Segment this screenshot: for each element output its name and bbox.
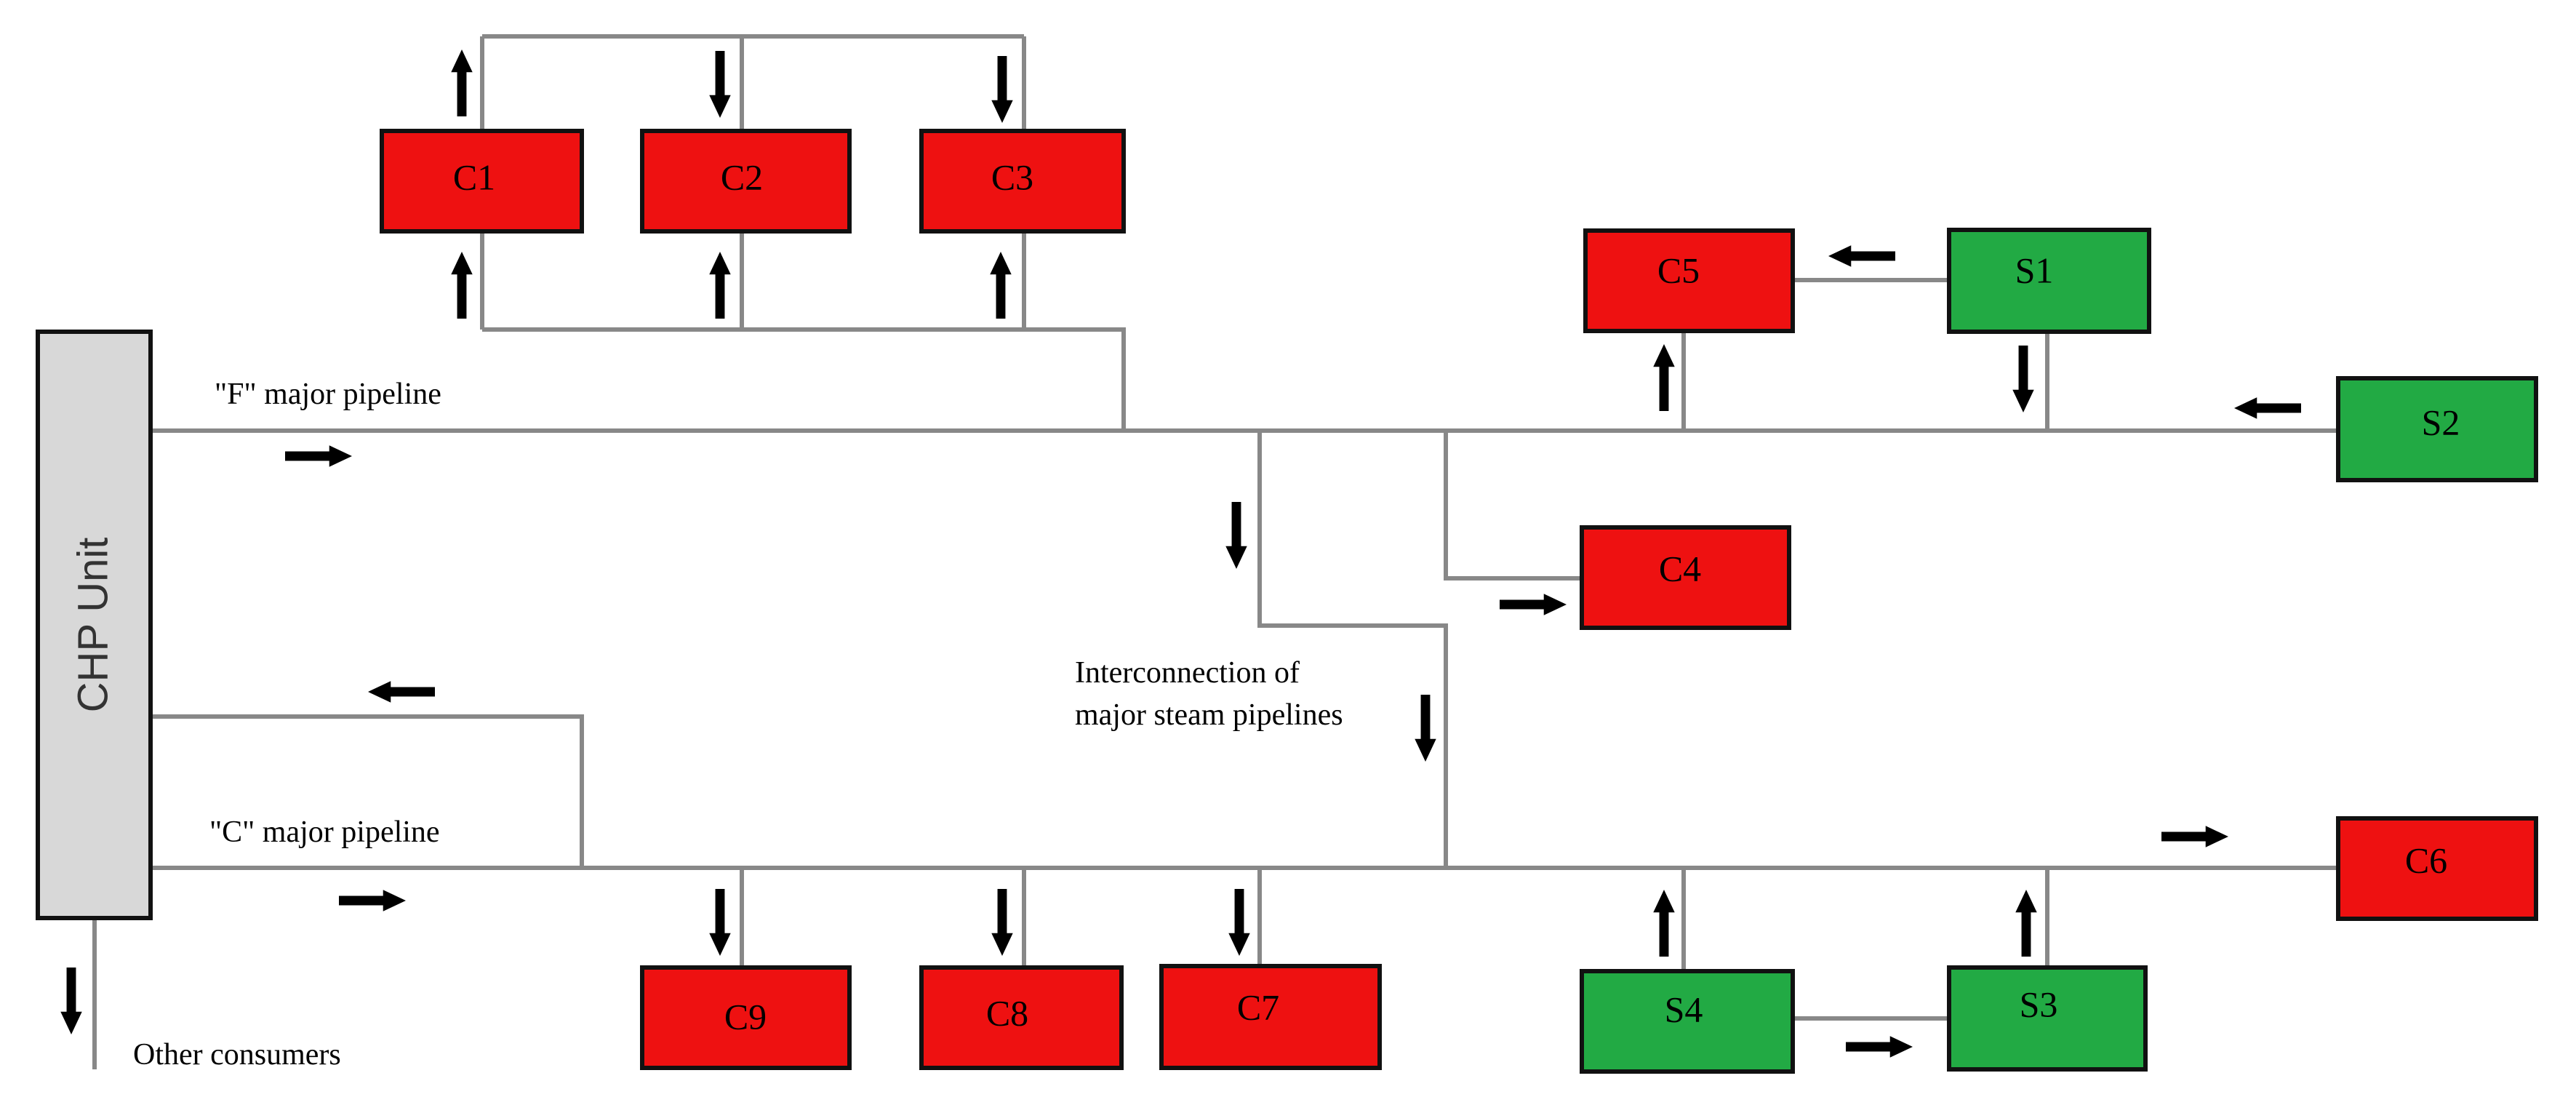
consumer-label: C3 — [991, 156, 1033, 197]
arrow-up-icon — [2015, 890, 2037, 957]
consumer-label: C9 — [724, 996, 767, 1037]
consumer-label: C5 — [1657, 250, 1700, 290]
consumer-c2: C2 — [640, 129, 852, 234]
arrow-left-icon — [1828, 245, 1895, 267]
arrow-right-icon — [1500, 594, 1567, 615]
arrow-right-icon — [339, 890, 406, 911]
arrow-left-icon — [2234, 397, 2301, 419]
supplier-s1: S1 — [1947, 228, 2151, 334]
consumer-c7: C7 — [1159, 964, 1382, 1070]
arrow-right-icon — [285, 445, 352, 467]
arrow-left-icon — [368, 681, 435, 703]
consumer-label: C4 — [1659, 548, 1701, 589]
consumer-c6: C6 — [2336, 816, 2538, 921]
c-manifold-bottom — [482, 327, 1126, 431]
arrow-down-icon — [709, 51, 731, 118]
consumer-label: C1 — [453, 156, 495, 197]
f-pipeline-label: "F" major pipeline — [215, 378, 441, 411]
consumer-label: C7 — [1237, 986, 1279, 1027]
c-pipeline-label: "C" major pipeline — [209, 815, 440, 849]
supplier-label: S1 — [2015, 250, 2054, 290]
supplier-s3: S3 — [1947, 965, 2148, 1072]
arrow-up-icon — [1653, 890, 1675, 957]
consumer-c9: C9 — [640, 965, 852, 1070]
supplier-s4: S4 — [1580, 969, 1795, 1074]
consumer-label: C6 — [2405, 839, 2447, 880]
consumer-c3: C3 — [919, 129, 1126, 234]
c4-branch-pipe — [1444, 431, 1582, 581]
supplier-label: S4 — [1665, 989, 1703, 1029]
consumer-c5: C5 — [1583, 228, 1795, 333]
return-pipeline — [151, 714, 584, 868]
consumer-label: C8 — [986, 992, 1028, 1033]
interconnection-pipe — [1257, 431, 1448, 868]
arrow-down-icon — [709, 889, 731, 956]
interconnection-label-line1: Interconnection of — [1075, 656, 1300, 690]
arrow-down-icon — [1415, 695, 1436, 762]
consumer-c8: C8 — [919, 965, 1124, 1070]
arrow-right-icon — [1846, 1036, 1913, 1058]
chp-unit-label: CHP Unit — [69, 538, 116, 713]
arrow-down-icon — [2012, 346, 2034, 412]
arrow-right-icon — [2161, 826, 2228, 847]
pipe-network — [92, 34, 2338, 1069]
arrow-down-icon — [991, 889, 1013, 956]
arrow-down-icon — [60, 968, 82, 1034]
arrow-down-icon — [991, 56, 1013, 123]
consumer-label: C2 — [721, 156, 763, 197]
chp-unit: CHP Unit — [36, 330, 153, 920]
supplier-label: S3 — [2020, 984, 2058, 1024]
arrow-up-icon — [451, 49, 473, 116]
supplier-label: S2 — [2422, 402, 2460, 442]
arrow-up-icon — [990, 252, 1012, 319]
supplier-s2: S2 — [2336, 376, 2538, 482]
arrow-up-icon — [709, 252, 731, 319]
consumer-c4: C4 — [1580, 525, 1791, 630]
other-consumers-label: Other consumers — [133, 1038, 341, 1072]
arrow-up-icon — [451, 252, 473, 319]
consumer-c1: C1 — [380, 129, 584, 234]
arrow-down-icon — [1228, 889, 1250, 956]
arrow-up-icon — [1653, 344, 1675, 411]
arrow-down-icon — [1225, 502, 1247, 569]
interconnection-label-line2: major steam pipelines — [1075, 698, 1343, 732]
